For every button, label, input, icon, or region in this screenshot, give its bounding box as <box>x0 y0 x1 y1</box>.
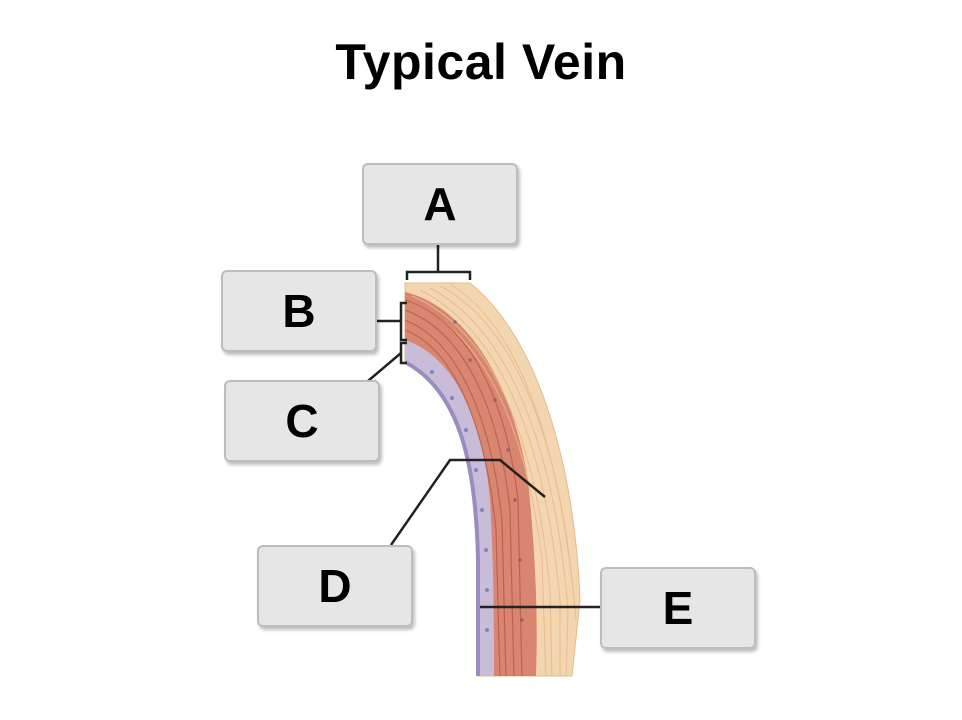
bracket-a <box>405 270 472 280</box>
wall-fiber-texture <box>405 283 577 676</box>
label-box-d: D <box>257 545 413 627</box>
label-box-a: A <box>362 163 518 245</box>
tunica-intima-layer <box>405 340 494 676</box>
leader-line-c <box>367 352 402 382</box>
label-box-b: B <box>221 270 377 352</box>
vein-wall <box>404 282 581 677</box>
endothelium-edge <box>404 360 480 676</box>
leader-lines <box>367 245 600 609</box>
page-title: Typical Vein <box>335 34 627 90</box>
label-box-c: C <box>224 380 380 462</box>
label-box-e: E <box>600 567 756 649</box>
leader-line-d <box>389 458 546 546</box>
